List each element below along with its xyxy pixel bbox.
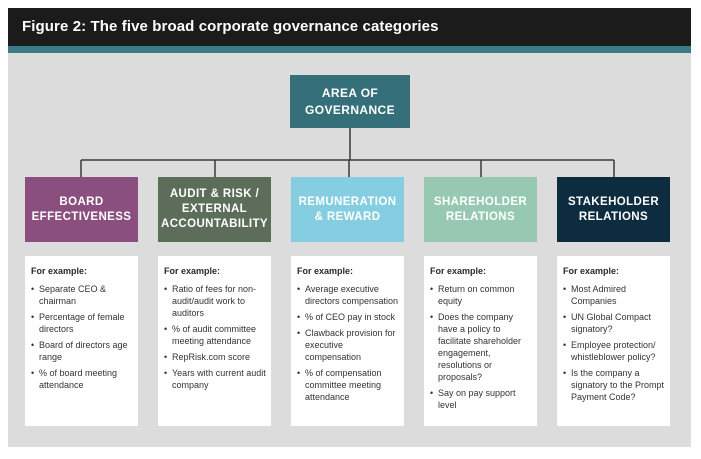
- category-remuneration-reward: REMUNERATION & REWARD: [291, 177, 404, 242]
- examples-list: Average executive directors compensation…: [297, 283, 399, 403]
- category-shareholder-relations: SHAREHOLDER RELATIONS: [424, 177, 537, 242]
- examples-list: Return on common equity Does the company…: [430, 283, 532, 411]
- category-label-line: BOARD: [59, 195, 104, 208]
- examples-card-shareholder-relations: For example: Return on common equity Doe…: [424, 256, 537, 426]
- example-item: Is the company a signatory to the Prompt…: [563, 367, 665, 403]
- example-item: Years with current audit company: [164, 367, 266, 391]
- category-audit-risk-external-accountability: AUDIT & RISK / EXTERNAL ACCOUNTABILITY: [158, 177, 271, 242]
- root-line-1: AREA OF: [321, 85, 379, 100]
- examples-lead: For example:: [31, 266, 88, 276]
- category-label-line: & REWARD: [314, 210, 381, 223]
- title-accent-stripe: [8, 46, 691, 53]
- example-item: % of CEO pay in stock: [297, 311, 399, 323]
- example-item: Does the company have a policy to facili…: [430, 311, 532, 383]
- category-label-line: STAKEHOLDER: [567, 195, 660, 208]
- example-item: Average executive directors compensation: [297, 283, 399, 307]
- examples-card-audit-risk: For example: Ratio of fees for non-audit…: [158, 256, 271, 426]
- examples-card-stakeholder-relations: For example: Most Admired Companies UN G…: [557, 256, 670, 426]
- category-label-line: RELATIONS: [445, 210, 516, 223]
- category-stakeholder-relations: STAKEHOLDER RELATIONS: [557, 177, 670, 242]
- example-item: Say on pay support level: [430, 387, 532, 411]
- example-item: RepRisk.com score: [164, 351, 266, 363]
- example-item: Separate CEO & chairman: [31, 283, 133, 307]
- example-item: % of compensation committee meeting atte…: [297, 367, 399, 403]
- category-label-line: EFFECTIVENESS: [31, 210, 132, 223]
- root-node-area-of-governance: AREA OF GOVERNANCE: [290, 75, 410, 128]
- examples-lead: For example:: [430, 266, 487, 276]
- examples-list: Most Admired Companies UN Global Compact…: [563, 283, 665, 403]
- category-board-effectiveness: BOARD EFFECTIVENESS: [25, 177, 138, 242]
- category-label-line: SHAREHOLDER: [433, 195, 528, 208]
- example-item: Clawback provision for executive compens…: [297, 327, 399, 363]
- root-line-2: GOVERNANCE: [304, 102, 395, 117]
- category-label-line: RELATIONS: [578, 210, 649, 223]
- examples-card-board-effectiveness: For example: Separate CEO & chairman Per…: [25, 256, 138, 426]
- examples-card-remuneration: For example: Average executive directors…: [291, 256, 404, 426]
- example-item: Board of directors age range: [31, 339, 133, 363]
- figure-title: Figure 2: The five broad corporate gover…: [8, 8, 691, 46]
- examples-list: Separate CEO & chairman Percentage of fe…: [31, 283, 133, 391]
- example-item: UN Global Compact signatory?: [563, 311, 665, 335]
- example-item: Ratio of fees for non-audit/audit work t…: [164, 283, 266, 319]
- category-label-line: AUDIT & RISK /: [169, 188, 260, 200]
- example-item: % of audit committee meeting attendance: [164, 323, 266, 347]
- examples-lead: For example:: [164, 266, 221, 276]
- example-item: Employee protection/ whistleblower polic…: [563, 339, 665, 363]
- example-item: Percentage of female directors: [31, 311, 133, 335]
- category-label-line: EXTERNAL: [181, 203, 248, 215]
- examples-lead: For example:: [297, 266, 354, 276]
- example-item: % of board meeting attendance: [31, 367, 133, 391]
- examples-lead: For example:: [563, 266, 620, 276]
- example-item: Most Admired Companies: [563, 283, 665, 307]
- category-label-line: REMUNERATION: [298, 195, 397, 208]
- example-item: Return on common equity: [430, 283, 532, 307]
- category-label-line: ACCOUNTABILITY: [161, 218, 268, 230]
- examples-list: Ratio of fees for non-audit/audit work t…: [164, 283, 266, 391]
